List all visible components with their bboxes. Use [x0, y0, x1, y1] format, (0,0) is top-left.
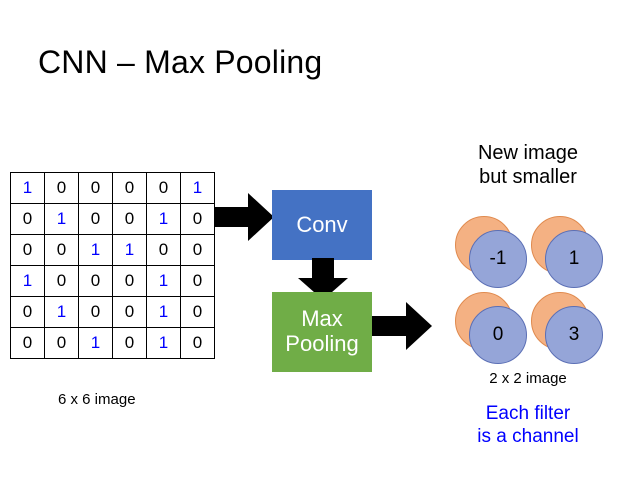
- output-heading-line2: but smaller: [479, 166, 577, 189]
- table-row: 0 0 1 0 1 0: [10, 327, 215, 359]
- matrix-cell: 0: [44, 327, 79, 359]
- matrix-cell: 1: [146, 203, 181, 235]
- arrow-head: [248, 193, 274, 241]
- output-note-line2: is a channel: [477, 426, 579, 448]
- arrow-tail: [214, 207, 250, 227]
- arrow-tail: [372, 316, 408, 336]
- output-heading: New image but smaller: [452, 141, 604, 190]
- matrix-cell: 1: [112, 234, 147, 266]
- matrix-cell: 1: [146, 265, 181, 297]
- matrix-cell: 1: [146, 296, 181, 328]
- feature-map-value: 1: [568, 248, 580, 269]
- matrix-cell: 0: [78, 265, 113, 297]
- table-row: 0 0 1 1 0 0: [10, 234, 215, 266]
- output-note-line1: Each filter: [485, 403, 571, 424]
- matrix-cell: 1: [10, 172, 45, 204]
- input-matrix-caption: 6 x 6 image: [58, 391, 136, 408]
- conv-layer-label: Conv: [296, 211, 348, 237]
- max-pooling-layer-box[interactable]: Max Pooling: [272, 292, 372, 372]
- matrix-cell: 0: [112, 172, 147, 204]
- table-row: 1 0 0 0 0 1: [10, 172, 215, 204]
- feature-map-circle-pair: 0: [455, 292, 529, 366]
- matrix-cell: 0: [112, 265, 147, 297]
- matrix-cell: 0: [180, 234, 215, 266]
- max-pooling-label-line2: Pooling: [285, 331, 359, 356]
- output-note: Each filter is a channel: [452, 402, 604, 448]
- feature-map-circle-pair: 3: [531, 292, 605, 366]
- channel-front-circle: 0: [469, 306, 527, 364]
- channel-front-circle: 1: [545, 230, 603, 288]
- feature-map-circle-pair: 1: [531, 216, 605, 290]
- matrix-cell: 0: [112, 296, 147, 328]
- matrix-cell: 1: [10, 265, 45, 297]
- channel-front-circle: -1: [469, 230, 527, 288]
- table-row: 0 1 0 0 1 0: [10, 296, 215, 328]
- output-heading-line1: New image: [477, 142, 579, 164]
- matrix-cell: 0: [10, 234, 45, 266]
- matrix-cell: 1: [146, 327, 181, 359]
- matrix-cell: 0: [78, 296, 113, 328]
- matrix-cell: 0: [10, 296, 45, 328]
- matrix-cell: 0: [10, 327, 45, 359]
- matrix-cell: 0: [112, 203, 147, 235]
- arrow-head: [406, 302, 432, 350]
- table-row: 0 1 0 0 1 0: [10, 203, 215, 235]
- matrix-cell: 1: [44, 296, 79, 328]
- feature-map-value: 3: [568, 324, 580, 345]
- matrix-cell: 0: [78, 172, 113, 204]
- input-matrix-grid: 1 0 0 0 0 1 0 1 0 0 1 0 0 0 1 1 0 0: [10, 172, 215, 359]
- feature-map-circle-pair: -1: [455, 216, 529, 290]
- matrix-cell: 0: [180, 265, 215, 297]
- matrix-cell: 0: [146, 234, 181, 266]
- max-pooling-layer-label: Max Pooling: [285, 307, 358, 356]
- matrix-cell: 0: [180, 327, 215, 359]
- matrix-cell: 0: [44, 265, 79, 297]
- feature-map-value: 0: [492, 324, 504, 345]
- max-pooling-label-line1: Max: [301, 306, 343, 332]
- matrix-cell: 0: [180, 203, 215, 235]
- page-title: CNN – Max Pooling: [38, 44, 323, 80]
- table-row: 1 0 0 0 1 0: [10, 265, 215, 297]
- matrix-cell: 0: [112, 327, 147, 359]
- matrix-cell: 1: [78, 327, 113, 359]
- matrix-cell: 0: [10, 203, 45, 235]
- matrix-cell: 0: [180, 296, 215, 328]
- matrix-cell: 1: [78, 234, 113, 266]
- matrix-cell: 0: [44, 234, 79, 266]
- matrix-cell: 0: [146, 172, 181, 204]
- output-caption: 2 x 2 image: [489, 370, 567, 387]
- matrix-cell: 0: [44, 172, 79, 204]
- feature-map-circles: -1 1 0 3: [455, 216, 605, 364]
- channel-front-circle: 3: [545, 306, 603, 364]
- feature-map-value: -1: [489, 248, 507, 269]
- matrix-cell: 0: [78, 203, 113, 235]
- arrow-tail: [312, 258, 334, 280]
- matrix-cell: 1: [180, 172, 215, 204]
- conv-layer-box[interactable]: Conv: [272, 190, 372, 260]
- matrix-cell: 1: [44, 203, 79, 235]
